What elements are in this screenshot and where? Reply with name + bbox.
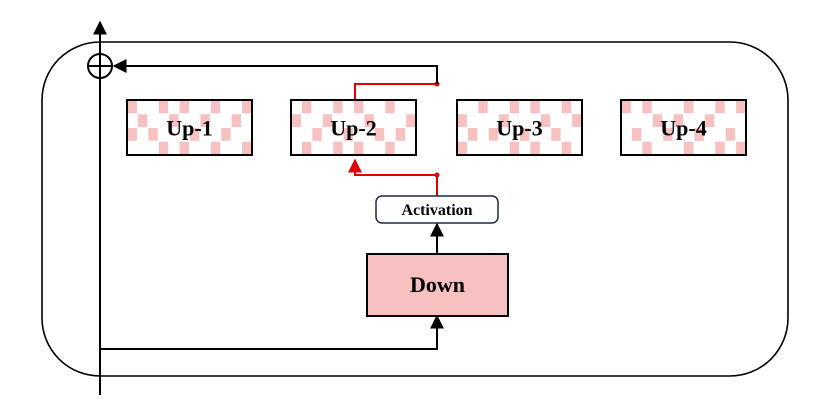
up-blocks-group: Up-1 Up-2 Up-3 Up-4 <box>126 99 747 156</box>
grid-cell <box>457 113 468 128</box>
grid-cell <box>343 127 354 142</box>
grid-cell <box>179 100 190 114</box>
grid-cell <box>529 141 541 155</box>
grid-cell <box>127 127 138 142</box>
grid-cell <box>509 100 520 114</box>
grid-cell <box>374 127 385 142</box>
input-to-down-line <box>100 314 444 350</box>
grid-cell <box>189 127 200 142</box>
up-block-label: Up-1 <box>166 116 212 141</box>
outer-container <box>41 41 789 377</box>
up-block-border <box>290 99 417 156</box>
up-block-border <box>620 99 747 156</box>
grid-cell <box>291 113 302 128</box>
up-block-label: Up-4 <box>660 116 706 141</box>
grid-cell <box>210 100 221 114</box>
grid-cell <box>241 141 252 155</box>
grid-cell <box>241 100 252 114</box>
grid-cell <box>540 113 551 128</box>
grid-cell <box>199 113 211 128</box>
up-block-3: Up-3 <box>456 99 583 156</box>
grid-cell <box>363 113 375 128</box>
up-block-2: Up-2 <box>290 99 417 156</box>
grid-cell <box>137 113 148 128</box>
grid-cell <box>561 100 572 114</box>
activation-label: Activation <box>401 202 472 219</box>
grid-cell <box>714 141 726 155</box>
grid-cell <box>561 141 572 155</box>
sum-node-icon <box>87 53 113 79</box>
grid-cell <box>457 141 468 155</box>
up-to-sum-line <box>112 59 438 84</box>
up-block-4: Up-4 <box>620 99 747 156</box>
up-block-border <box>456 99 583 156</box>
grid-cell <box>683 141 694 155</box>
grid-cell <box>477 100 489 114</box>
activation-box: Activation <box>375 195 499 224</box>
grid-cell <box>704 113 715 128</box>
down-label: Down <box>410 272 465 297</box>
grid-cell <box>210 141 221 155</box>
grid-cell <box>127 100 138 114</box>
grid-cell <box>673 113 684 128</box>
up-block-label: Up-3 <box>496 116 542 141</box>
grid-cell <box>353 141 364 155</box>
grid-cell <box>158 141 169 155</box>
grid-cell <box>641 100 653 114</box>
grid-cell <box>332 141 344 155</box>
grid-cell <box>509 141 520 155</box>
up-block-label: Up-2 <box>330 116 376 141</box>
grid-cell <box>158 100 169 114</box>
grid-cell <box>168 113 180 128</box>
grid-cell <box>147 127 159 142</box>
grid-cell <box>179 141 190 155</box>
grid-cell <box>725 127 736 142</box>
grid-cell <box>631 127 642 142</box>
grid-cell <box>571 113 582 128</box>
grid-cell <box>231 113 242 128</box>
grid-cell <box>467 127 478 142</box>
grid-cell <box>488 127 499 142</box>
grid-cell <box>621 100 632 114</box>
grid-cell <box>384 100 396 114</box>
activation-route-dot <box>434 172 440 178</box>
grid-cell <box>519 127 530 142</box>
up-block-1: Up-1 <box>126 99 253 156</box>
up-block-border <box>126 99 253 156</box>
grid-cell <box>529 100 541 114</box>
grid-cell <box>405 113 416 128</box>
grid-cell <box>395 127 406 142</box>
activation-to-up2-route <box>348 158 438 196</box>
grid-cell <box>683 100 694 114</box>
grid-cell <box>301 100 312 114</box>
grid-cell <box>550 127 562 142</box>
grid-cell <box>498 113 510 128</box>
grid-cell <box>735 141 746 155</box>
grid-cell <box>735 100 746 114</box>
grid-cell <box>384 141 396 155</box>
grid-cell <box>301 141 312 155</box>
up2-output-route <box>354 83 437 100</box>
grid-cell <box>220 127 232 142</box>
grid-cell <box>693 127 705 142</box>
grid-cell <box>353 100 364 114</box>
grid-cell <box>714 100 726 114</box>
grid-cell <box>662 127 674 142</box>
grid-cell <box>332 100 344 114</box>
grid-cell <box>652 113 663 128</box>
grid-cell <box>311 127 323 142</box>
down-box: Down <box>366 253 509 317</box>
grid-cell <box>641 141 653 155</box>
grid-cell <box>322 113 333 128</box>
